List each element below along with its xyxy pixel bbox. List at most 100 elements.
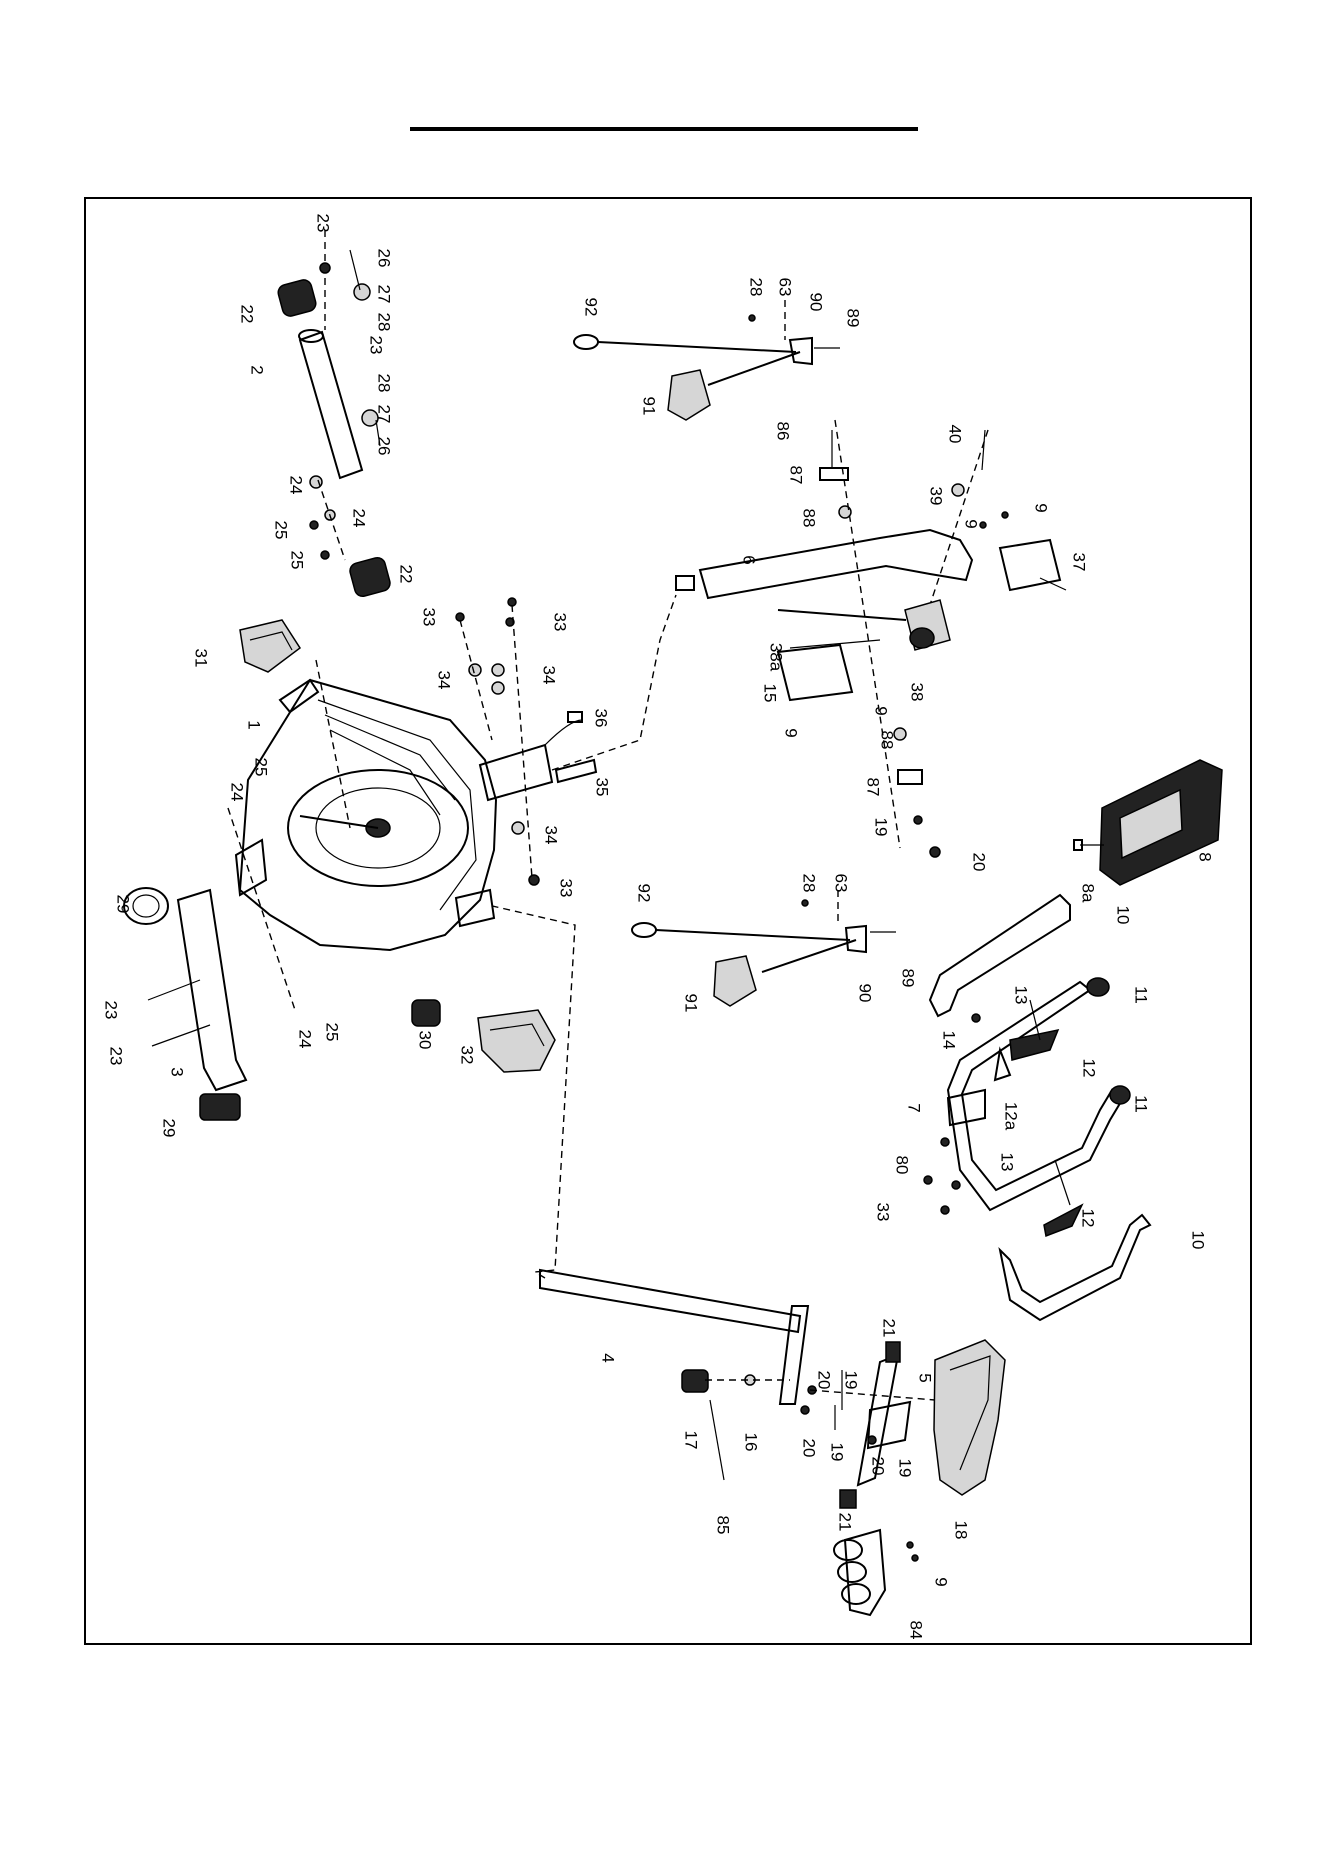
- seat-post-assembly: [276, 230, 391, 598]
- part-label-25: 25: [272, 521, 291, 540]
- part-label-9: 9: [782, 728, 801, 737]
- part-label-90: 90: [807, 293, 826, 312]
- part-label-23: 23: [102, 1001, 121, 1020]
- front-mount: [456, 890, 494, 926]
- part-label-19: 19: [896, 1459, 915, 1478]
- adjust-knob-lower: [348, 556, 392, 598]
- part-label-19: 19: [842, 1371, 861, 1390]
- part-label-13: 13: [1012, 986, 1031, 1005]
- part-label-34: 34: [435, 671, 454, 690]
- part-label-28: 28: [747, 278, 766, 297]
- part-label-13: 13: [998, 1153, 1017, 1172]
- end-cap-21-lower: [840, 1490, 856, 1508]
- part-label-17: 17: [682, 1431, 701, 1450]
- part-label-14: 14: [940, 1031, 959, 1050]
- rear-stabilizer: [124, 808, 295, 1120]
- pulse-sensor-upper: [1010, 1030, 1058, 1060]
- bracket-15: [778, 645, 852, 700]
- part-label-23: 23: [367, 336, 386, 355]
- part-label-24: 24: [350, 509, 369, 528]
- part-label-91: 91: [682, 994, 701, 1013]
- arm-cable-upper: [574, 300, 840, 420]
- part-label-88: 88: [878, 731, 897, 750]
- post-connector: [676, 576, 694, 590]
- part-label-89: 89: [844, 309, 863, 328]
- end-cap-21-upper: [886, 1342, 900, 1362]
- crank-nut: [412, 1000, 440, 1026]
- part-label-35: 35: [593, 778, 612, 797]
- console: [1074, 760, 1222, 885]
- part-label-63: 63: [832, 874, 851, 893]
- part-label-24: 24: [287, 476, 306, 495]
- part-label-38: 38: [908, 683, 927, 702]
- part-label-20: 20: [800, 1439, 819, 1458]
- part-label-88: 88: [800, 509, 819, 528]
- part-label-25: 25: [288, 551, 307, 570]
- part-label-33: 33: [420, 608, 439, 627]
- pulse-sensor-lower: [1044, 1205, 1082, 1236]
- part-label-26: 26: [375, 249, 394, 268]
- slider-tube: [540, 1270, 800, 1332]
- part-label-25: 25: [252, 758, 271, 777]
- pedal-left: [240, 620, 300, 672]
- part-label-31: 31: [192, 649, 211, 668]
- part-label-8: 8: [1196, 852, 1215, 861]
- part-label-89: 89: [899, 969, 918, 988]
- seat-knob: [682, 1370, 708, 1392]
- part-label-10: 10: [1114, 906, 1133, 925]
- part-label-27: 27: [375, 285, 394, 304]
- part-label-20: 20: [869, 1457, 888, 1476]
- part-label-22: 22: [238, 305, 257, 324]
- part-label-37: 37: [1070, 553, 1089, 572]
- part-label-20: 20: [970, 853, 989, 872]
- part-label-27: 27: [375, 405, 394, 424]
- part-label-23: 23: [107, 1047, 126, 1066]
- seat-slider: [488, 905, 808, 1404]
- part-label-33: 33: [874, 1203, 893, 1222]
- part-label-87: 87: [787, 466, 806, 485]
- part-label-1: 1: [245, 720, 264, 729]
- main-frame: [236, 660, 552, 950]
- part-label-9: 9: [872, 706, 891, 715]
- part-label-3: 3: [168, 1067, 187, 1076]
- part-label-92: 92: [635, 884, 654, 903]
- seat-post-tube: [300, 332, 362, 478]
- part-label-16: 16: [742, 1433, 761, 1452]
- part-label-90: 90: [856, 984, 875, 1003]
- part-label-9: 9: [1032, 503, 1051, 512]
- part-label-30: 30: [416, 1031, 435, 1050]
- handlebar-grip-lower: [1000, 1215, 1150, 1320]
- part-label-10: 10: [1189, 1231, 1208, 1250]
- part-label-39: 39: [927, 487, 946, 506]
- front-handlebar: [924, 895, 1150, 1320]
- part-label-19: 19: [828, 1443, 847, 1462]
- handlebar-grip-upper: [930, 895, 1070, 1016]
- part-label-24: 24: [296, 1030, 315, 1049]
- part-label-25: 25: [323, 1023, 342, 1042]
- part-label-24: 24: [228, 783, 247, 802]
- part-label-23: 23: [314, 214, 333, 233]
- part-label-87: 87: [864, 778, 883, 797]
- part-label-28: 28: [800, 874, 819, 893]
- part-label-6: 6: [740, 555, 759, 564]
- part-label-21: 21: [880, 1319, 899, 1338]
- part-label-15: 15: [761, 684, 780, 703]
- part-label-9: 9: [962, 519, 981, 528]
- part-label-8a: 8a: [1079, 884, 1098, 903]
- part-label-29: 29: [114, 895, 133, 914]
- end-cap-lower: [200, 1094, 240, 1120]
- part-label-4: 4: [599, 1353, 618, 1362]
- part-label-86: 86: [774, 422, 793, 441]
- pedal-right: [478, 1010, 555, 1072]
- part-label-92: 92: [582, 298, 601, 317]
- part-label-18: 18: [952, 1521, 971, 1540]
- part-label-5: 5: [916, 1373, 935, 1382]
- part-label-63: 63: [776, 278, 795, 297]
- part-label-11: 11: [1132, 986, 1151, 1004]
- part-label-12: 12: [1079, 1209, 1098, 1228]
- part-label-36: 36: [592, 709, 611, 728]
- part-label-91: 91: [640, 397, 659, 416]
- handlebar-mount: [480, 745, 552, 800]
